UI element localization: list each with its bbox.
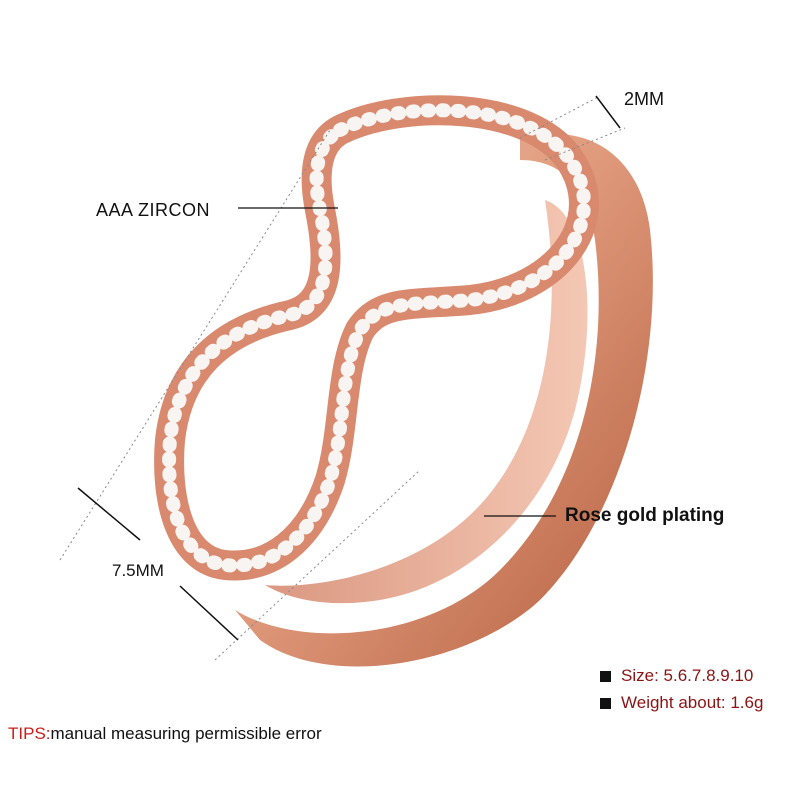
plating-label: Rose gold plating — [565, 505, 725, 526]
ring-height-label: 7.5MM — [112, 561, 164, 580]
ring-band — [235, 134, 653, 667]
band-width-label: 2MM — [624, 89, 664, 109]
bullet-square-icon — [600, 697, 611, 709]
spec-weight: Weight about: 1.6g — [600, 693, 763, 713]
bullet-square-icon — [600, 670, 611, 682]
height-dimension-arrow — [77, 487, 141, 541]
spec-size-label: Size: — [621, 666, 659, 685]
ring-band-inner — [265, 200, 588, 604]
spec-size-value: 5.6.7.8.9.10 — [663, 666, 754, 685]
tips-key: TIPS: — [8, 724, 51, 743]
width-dimension-arrow — [595, 95, 621, 129]
tips-text: manual measuring permissible error — [50, 724, 322, 743]
tips-note: TIPS:manual measuring permissible error — [8, 724, 322, 744]
spec-size: Size: 5.6.7.8.9.10 — [600, 666, 753, 686]
zircon-label: AAA ZIRCON — [96, 200, 211, 220]
spec-weight-label: Weight about: — [621, 693, 726, 712]
spec-weight-value: 1.6g — [730, 693, 764, 712]
zircon-stones — [162, 103, 591, 573]
